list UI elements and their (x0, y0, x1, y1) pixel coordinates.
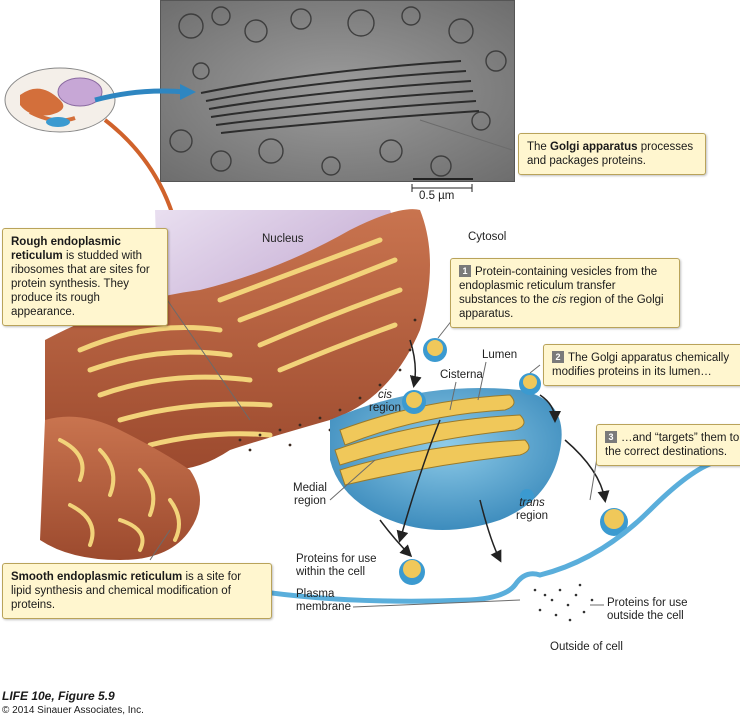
rough-er (45, 209, 430, 470)
step3-text: …and “targets” them to the correct desti… (605, 432, 740, 458)
medial-region-word: region (294, 495, 326, 507)
golgi-callout: The Golgi apparatus processes and packag… (518, 133, 706, 175)
micrograph-texture (161, 1, 514, 181)
cytosol-label: Cytosol (468, 231, 507, 243)
proteins-within-label: Proteins for use within the cell (296, 553, 377, 578)
figure-caption: LIFE 10e, Figure 5.9 (2, 689, 115, 703)
lumen-label: Lumen (482, 349, 518, 361)
rough-er-callout-bold: Rough endoplasmic reticulum (11, 236, 121, 262)
golgi-callout-post: processes and packages proteins. (527, 141, 694, 167)
step2-number: 2 (552, 351, 564, 363)
cis-region-word: region (369, 402, 401, 414)
trans-region-word: region (516, 510, 548, 522)
smooth-er (40, 416, 200, 560)
step1-number: 1 (459, 265, 471, 277)
step3-callout: 3…and “targets” them to the correct dest… (596, 424, 740, 466)
step1-italic: cis (552, 294, 567, 306)
golgi-callout-pre: The (527, 141, 551, 153)
proteins-outside-label: Proteins for use outside the cell (607, 597, 688, 622)
step1-text-a: Protein-containing vesicles from the end… (459, 266, 658, 306)
golgi-callout-bold: Golgi apparatus (550, 141, 638, 153)
rough-er-callout-post: is studded with ribosomes that are sites… (11, 250, 150, 318)
step3-number: 3 (605, 431, 617, 443)
outside-cell-label: Outside of cell (550, 641, 623, 653)
plasma-membrane (249, 459, 716, 604)
step2-text: The Golgi apparatus chemically modifies … (552, 352, 730, 378)
trans-word: trans (519, 497, 545, 509)
rough-er-callout: Rough endoplasmic reticulum is studded w… (2, 228, 168, 326)
smooth-er-callout-bold: Smooth endoplasmic reticulum (11, 571, 183, 583)
electron-micrograph (160, 0, 515, 182)
vesicles (399, 338, 628, 585)
copyright: © 2014 Sinauer Associates, Inc. (2, 705, 144, 716)
medial-word: Medial (293, 482, 327, 494)
cell-thumbnail (4, 67, 116, 133)
cis-word: cis (377, 389, 393, 401)
step1-text-b: region of the Golgi apparatus. (459, 294, 664, 320)
blue-arrow (94, 88, 187, 103)
scale-bar-label: 0.5 µm (419, 190, 455, 202)
smooth-er-callout-post: is a site for lipid synthesis and chemic… (11, 571, 242, 611)
nucleus-label: Nucleus (262, 233, 304, 245)
cisterna-label: Cisterna (440, 369, 483, 381)
plasma-membrane-label: Plasma membrane (296, 588, 351, 613)
smooth-er-callout: Smooth endoplasmic reticulum is a site f… (2, 563, 272, 619)
